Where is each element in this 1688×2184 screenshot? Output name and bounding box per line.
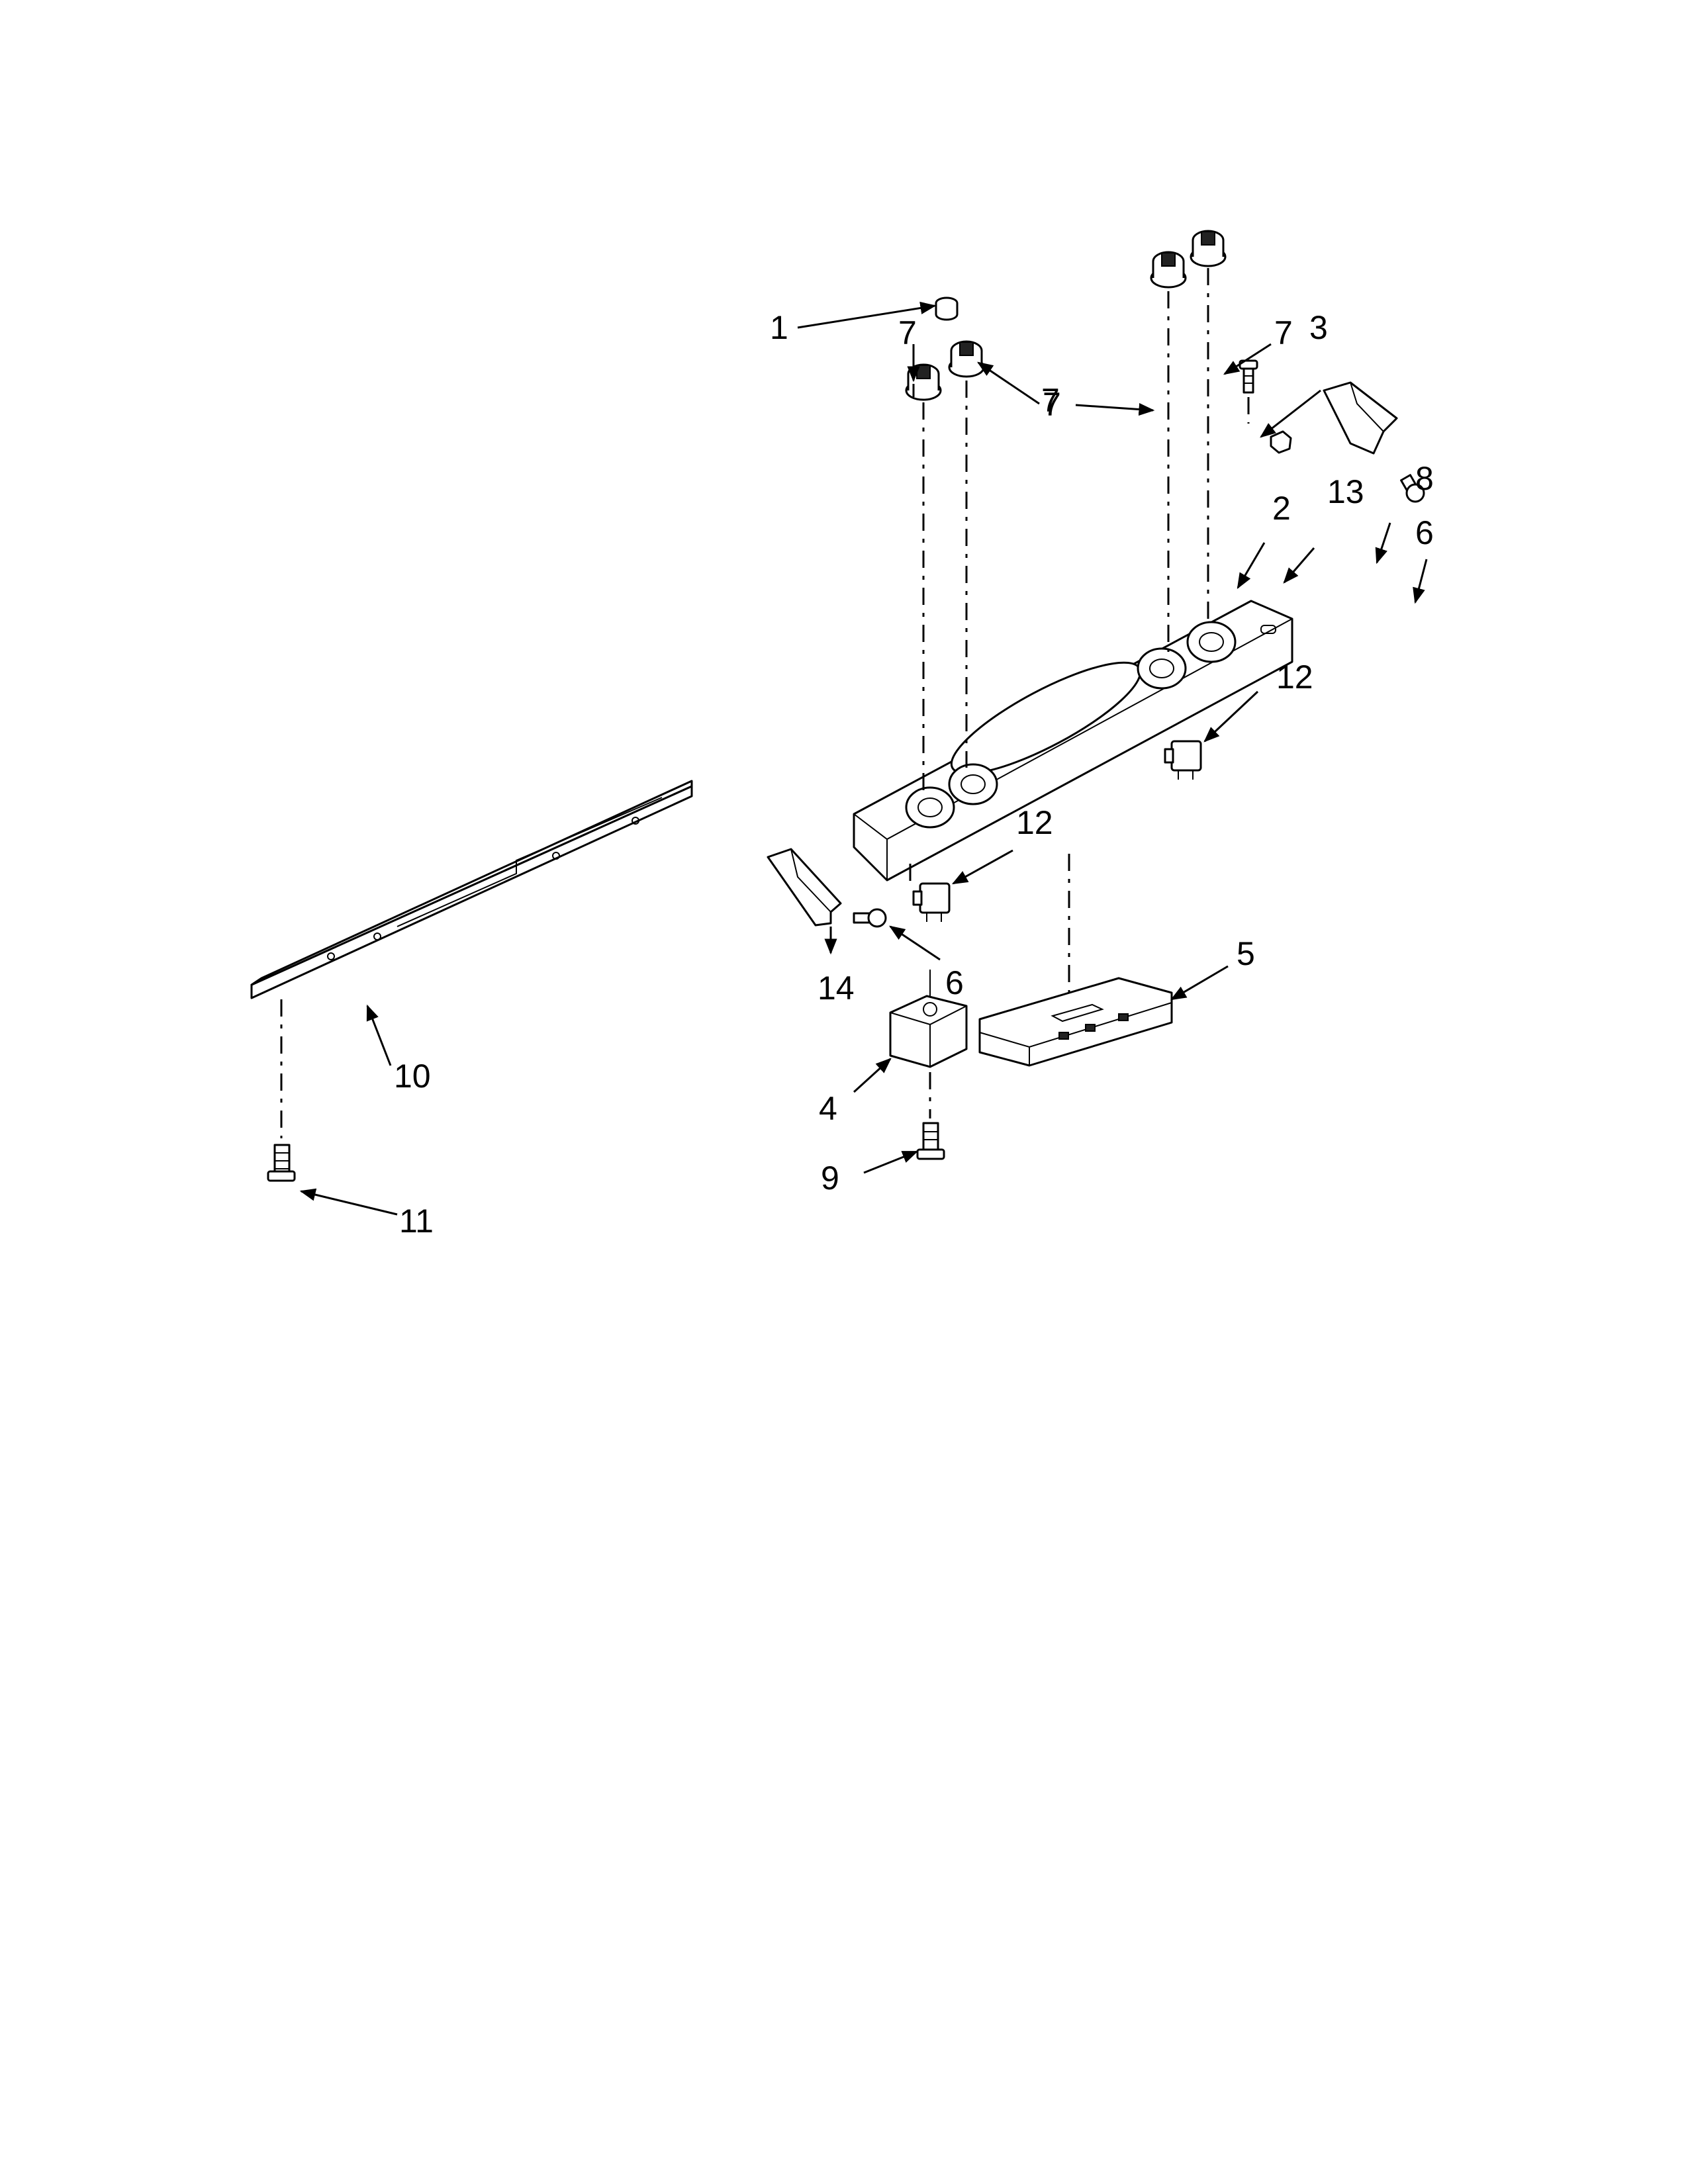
- callout-2: 2: [1272, 490, 1291, 527]
- callout-labels: 1 2 3 4 5 6 6 7 7 7 7 8 9 10 11 12 12 13…: [394, 309, 1434, 1240]
- part-7-knob: [948, 340, 985, 378]
- callout-13: 13: [1327, 473, 1364, 510]
- part-7-knob: [1190, 230, 1227, 267]
- callout-11: 11: [399, 1203, 434, 1240]
- callout-9: 9: [821, 1160, 839, 1197]
- callout-12: 12: [1276, 659, 1313, 696]
- callout-3: 3: [1309, 309, 1328, 346]
- part-4-infinite-switch: [889, 970, 968, 1068]
- callout-5: 5: [1237, 935, 1255, 972]
- callout-8: 8: [1415, 460, 1434, 497]
- part-3-screw: [1239, 359, 1258, 394]
- part-5-control-board: [978, 977, 1173, 1067]
- callout-7: 7: [1041, 382, 1060, 419]
- callout-1: 1: [770, 309, 788, 346]
- part-6-screw-right: [1400, 474, 1425, 503]
- part-9-screw: [916, 1122, 945, 1160]
- callout-4: 4: [819, 1090, 837, 1127]
- callout-10: 10: [394, 1058, 431, 1095]
- part-10-mounting-rail: [250, 780, 693, 999]
- part-13-nut: [1270, 430, 1292, 454]
- part-7-knob: [1150, 251, 1187, 289]
- part-11-screw: [267, 1144, 296, 1182]
- part-12-switch-left: [912, 882, 951, 922]
- part-2-control-panel: [853, 600, 1293, 882]
- part-8-end-cap-right: [1323, 381, 1398, 455]
- part-6-screw-left: [853, 908, 887, 928]
- part-12-switch-right: [1164, 740, 1202, 780]
- callout-6: 6: [945, 964, 964, 1001]
- part-14-end-cap-left: [767, 848, 842, 927]
- callout-7: 7: [1043, 386, 1061, 423]
- callout-7: 7: [1274, 314, 1293, 351]
- callout-7: 7: [898, 314, 917, 351]
- callout-6: 6: [1415, 514, 1434, 551]
- callout-14: 14: [818, 970, 855, 1007]
- part-7-knob: [905, 363, 942, 401]
- leader-lines: [299, 301, 1428, 1216]
- part-1-button-cap: [935, 296, 959, 321]
- callout-12: 12: [1016, 804, 1053, 841]
